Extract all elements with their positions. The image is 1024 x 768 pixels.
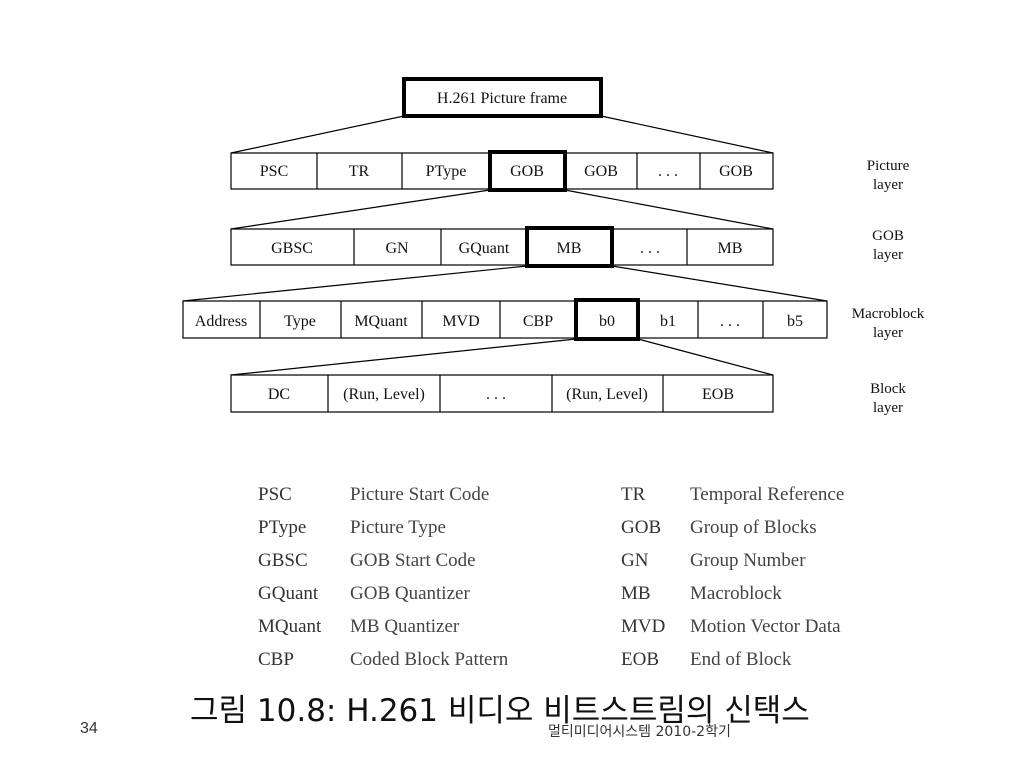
legend-abbr: GBSC bbox=[258, 550, 308, 571]
legend-full: Motion Vector Data bbox=[690, 616, 841, 637]
cell-cbp: CBP bbox=[523, 313, 553, 330]
cell-mvd: MVD bbox=[442, 313, 479, 330]
legend-abbr: TR bbox=[621, 484, 646, 505]
legend-full: Group Number bbox=[690, 550, 806, 571]
legend-abbr: MQuant bbox=[258, 616, 322, 637]
cell-ellipsis: . . . bbox=[640, 240, 660, 257]
legend-full: Picture Type bbox=[350, 517, 446, 538]
cell-gbsc: GBSC bbox=[271, 240, 313, 257]
legend-full: Temporal Reference bbox=[690, 484, 845, 505]
cell-mb: MB bbox=[557, 240, 582, 257]
connector-line bbox=[600, 115, 774, 154]
cell-tr: TR bbox=[349, 163, 370, 180]
cell-b0: b0 bbox=[599, 313, 615, 330]
cell-psc: PSC bbox=[260, 163, 288, 180]
legend-full: Coded Block Pattern bbox=[350, 649, 509, 670]
cell-gquant: GQuant bbox=[459, 240, 510, 257]
cell-ellipsis: . . . bbox=[486, 386, 506, 403]
cell-mb: MB bbox=[718, 240, 743, 257]
legend-full: GOB Start Code bbox=[350, 550, 476, 571]
figure-caption: 그림 10.8: H.261 비디오 비트스트림의 신택스 bbox=[190, 693, 810, 729]
connector-line bbox=[637, 338, 774, 376]
legend-abbr: MVD bbox=[621, 616, 666, 637]
abbreviation-legend: PSC Picture Start Code PType Picture Typ… bbox=[258, 478, 918, 678]
legend-full: GOB Quantizer bbox=[350, 583, 470, 604]
legend-abbr: PSC bbox=[258, 484, 292, 505]
highlight-b0-cell bbox=[574, 298, 640, 341]
cell-ellipsis: . . . bbox=[658, 163, 678, 180]
legend-abbr: EOB bbox=[621, 649, 659, 670]
footer-course-label: 멀티미디어시스템 2010-2학기 bbox=[548, 724, 731, 740]
connector-line bbox=[182, 265, 528, 302]
picture-frame-label: H.261 Picture frame bbox=[437, 90, 567, 107]
cell-gn: GN bbox=[385, 240, 409, 257]
cell-b5: b5 bbox=[787, 313, 803, 330]
highlight-mb-cell bbox=[525, 226, 614, 268]
legend-abbr: GQuant bbox=[258, 583, 319, 604]
highlight-gob-cell bbox=[488, 150, 567, 192]
h261-syntax-diagram: H.261 Picture frame PSC TR PType GOB GOB… bbox=[182, 77, 925, 416]
cell-run-level: (Run, Level) bbox=[566, 386, 648, 403]
cell-gob: GOB bbox=[719, 163, 753, 180]
layer-label-macroblock: layer bbox=[873, 325, 903, 341]
cell-b1: b1 bbox=[660, 313, 676, 330]
cell-gob: GOB bbox=[584, 163, 618, 180]
cell-type: Type bbox=[284, 313, 316, 330]
picture-frame-box bbox=[402, 77, 603, 118]
connector-line bbox=[230, 115, 405, 154]
legend-abbr: CBP bbox=[258, 649, 294, 670]
cell-eob: EOB bbox=[702, 386, 734, 403]
cell-address: Address bbox=[195, 313, 247, 330]
cell-run-level: (Run, Level) bbox=[343, 386, 425, 403]
connector-line bbox=[230, 338, 577, 376]
legend-abbr: GOB bbox=[621, 517, 662, 538]
macroblock-layer-row: Address Type MQuant MVD CBP b0 b1 . . . … bbox=[182, 298, 828, 341]
legend-full: MB Quantizer bbox=[350, 616, 460, 637]
layer-label-gob: GOB bbox=[872, 228, 904, 244]
legend-abbr: MB bbox=[621, 583, 651, 604]
cell-mquant: MQuant bbox=[354, 313, 408, 330]
cell-gob: GOB bbox=[510, 163, 544, 180]
cell-ellipsis: . . . bbox=[720, 313, 740, 330]
block-layer-row: DC (Run, Level) . . . (Run, Level) EOB bbox=[230, 374, 774, 413]
layer-label-block: layer bbox=[873, 400, 903, 416]
legend-abbr: GN bbox=[621, 550, 649, 571]
legend-full: Macroblock bbox=[690, 583, 782, 604]
connector-line bbox=[564, 189, 774, 230]
slide-number: 34 bbox=[80, 720, 98, 737]
legend-full: Group of Blocks bbox=[690, 517, 817, 538]
connector-line bbox=[611, 265, 828, 302]
connector-line bbox=[230, 189, 491, 230]
cell-ptype: PType bbox=[426, 163, 467, 180]
layer-label-picture: layer bbox=[873, 177, 903, 193]
layer-label-block: Block bbox=[870, 381, 906, 397]
gob-layer-row: GBSC GN GQuant MB . . . MB bbox=[230, 226, 774, 268]
legend-full: End of Block bbox=[690, 649, 792, 670]
layer-label-gob: layer bbox=[873, 247, 903, 263]
cell-dc: DC bbox=[268, 386, 290, 403]
picture-layer-row: PSC TR PType GOB GOB . . . GOB bbox=[230, 150, 774, 192]
layer-label-picture: Picture bbox=[867, 158, 910, 174]
layer-label-macroblock: Macroblock bbox=[852, 306, 925, 322]
legend-abbr: PType bbox=[258, 517, 307, 538]
legend-full: Picture Start Code bbox=[350, 484, 490, 505]
